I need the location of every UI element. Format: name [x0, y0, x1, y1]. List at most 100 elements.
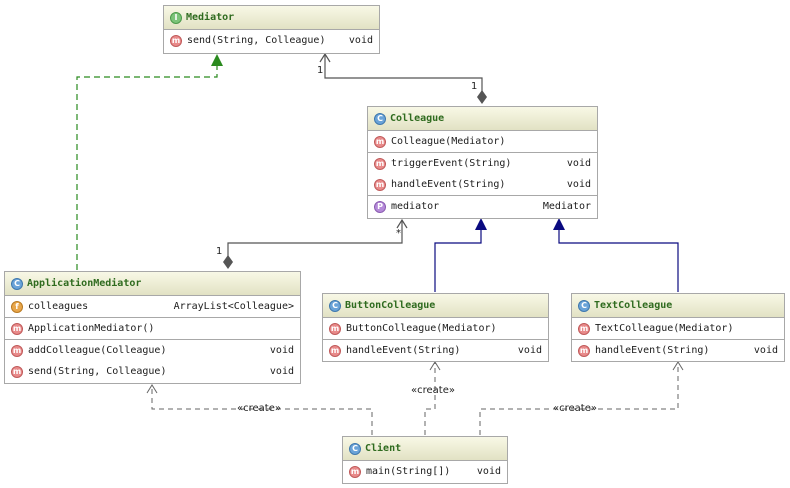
realization-arrowhead	[211, 54, 223, 66]
method-icon: m	[329, 322, 341, 335]
member-type: void	[517, 345, 542, 356]
member-row[interactable]: m addColleague(Colleague) void	[5, 340, 300, 361]
member-name: handleEvent(String)	[595, 345, 710, 356]
class-button-colleague[interactable]: C ButtonColleague m ButtonColleague(Medi…	[322, 293, 549, 362]
member-name: handleEvent(String)	[346, 345, 461, 356]
class-icon: C	[329, 299, 341, 312]
class-header: C ButtonColleague	[323, 294, 548, 318]
class-text-colleague[interactable]: C TextColleague m TextColleague(Mediator…	[571, 293, 785, 362]
member-row[interactable]: m handleEvent(String) void	[572, 340, 784, 361]
abstract-class-icon: C	[374, 112, 386, 125]
member-row[interactable]: m handleEvent(String) void	[323, 340, 548, 361]
member-name: send(String, Colleague)	[28, 366, 167, 377]
member-type: void	[348, 35, 373, 46]
member-name: ApplicationMediator()	[28, 323, 155, 334]
member-row[interactable]: m handleEvent(String) void	[368, 174, 597, 195]
dependency-arrowhead-appmediator	[146, 384, 158, 394]
member-row[interactable]: m ButtonColleague(Mediator)	[323, 318, 548, 339]
constructors-section: m ApplicationMediator()	[5, 318, 300, 340]
member-row[interactable]: m ApplicationMediator()	[5, 318, 300, 339]
member-name: triggerEvent(String)	[391, 158, 512, 169]
member-row[interactable]: P mediator Mediator	[368, 196, 597, 217]
member-row[interactable]: m main(String[]) void	[343, 461, 507, 482]
properties-section: P mediator Mediator	[368, 196, 597, 217]
constructors-section: m ButtonColleague(Mediator)	[323, 318, 548, 340]
multiplicity-colleague-top: 1	[471, 81, 478, 92]
method-icon: m	[578, 344, 590, 357]
class-header: C Colleague	[368, 107, 597, 131]
inheritance-arrowhead-button	[475, 218, 487, 230]
class-colleague[interactable]: C Colleague m Colleague(Mediator) m trig…	[367, 106, 598, 219]
runnable-class-icon: C	[349, 442, 361, 455]
dependency-client-to-appmediator	[151, 385, 373, 435]
multiplicity-colleague-star: *	[396, 228, 401, 239]
class-application-mediator[interactable]: C ApplicationMediator f colleagues Array…	[4, 271, 301, 384]
member-name: mediator	[391, 201, 440, 212]
member-row[interactable]: f colleagues ArrayList<Colleague>	[5, 296, 300, 317]
methods-section: m addColleague(Colleague) void m send(St…	[5, 340, 300, 382]
class-title: Client	[365, 443, 402, 454]
realization-appmediator-to-mediator	[76, 60, 218, 270]
member-name: ButtonColleague(Mediator)	[346, 323, 497, 334]
association-colleague-to-mediator	[324, 54, 483, 92]
member-type: Mediator	[542, 201, 591, 212]
method-icon: m	[11, 344, 23, 357]
create-label-appmediator: «create»	[237, 403, 281, 414]
member-row[interactable]: m TextColleague(Mediator)	[572, 318, 784, 339]
association-open-arrowhead-colleague	[396, 218, 408, 229]
member-name: TextColleague(Mediator)	[595, 323, 734, 334]
method-icon: m	[329, 344, 341, 357]
dependency-client-to-text	[479, 362, 679, 435]
association-open-arrowhead-mediator	[319, 52, 331, 63]
member-name: send(String, Colleague)	[187, 35, 326, 46]
dependency-arrowhead-button	[429, 361, 441, 371]
class-mediator[interactable]: I Mediator m send(String, Colleague) voi…	[163, 5, 380, 54]
create-label-text: «create»	[553, 403, 597, 414]
constructors-section: m Colleague(Mediator)	[368, 131, 597, 153]
methods-section: m send(String, Colleague) void	[164, 30, 379, 51]
class-header: C TextColleague	[572, 294, 784, 318]
class-header: I Mediator	[164, 6, 379, 30]
interface-icon: I	[170, 11, 182, 24]
member-type: void	[753, 345, 778, 356]
class-title: Mediator	[186, 12, 235, 23]
class-icon: C	[11, 277, 23, 290]
create-label-button: «create»	[411, 385, 455, 396]
inheritance-arrowhead-text	[553, 218, 565, 230]
method-icon: m	[578, 322, 590, 335]
class-icon: C	[578, 299, 590, 312]
methods-section: m handleEvent(String) void	[572, 340, 784, 361]
member-row[interactable]: m send(String, Colleague) void	[5, 361, 300, 382]
class-header: C ApplicationMediator	[5, 272, 300, 296]
class-title: Colleague	[390, 113, 445, 124]
class-title: ApplicationMediator	[27, 278, 142, 289]
method-icon: m	[374, 157, 386, 170]
property-icon: P	[374, 200, 386, 213]
field-icon: f	[11, 300, 23, 313]
class-client[interactable]: C Client m main(String[]) void	[342, 436, 508, 484]
multiplicity-appmediator: 1	[216, 246, 223, 257]
member-name: colleagues	[28, 301, 89, 312]
static-method-icon: m	[349, 465, 361, 478]
inheritance-button-to-colleague	[434, 228, 482, 292]
constructors-section: m TextColleague(Mediator)	[572, 318, 784, 340]
member-type: void	[476, 466, 501, 477]
method-icon: m	[11, 322, 23, 335]
association-appmediator-to-colleague	[227, 220, 403, 257]
dependency-arrowhead-text	[672, 361, 684, 371]
method-icon: m	[170, 34, 182, 47]
aggregation-diamond-colleague	[477, 90, 487, 104]
aggregation-diamond-appmediator	[223, 255, 233, 269]
member-row[interactable]: m triggerEvent(String) void	[368, 153, 597, 174]
member-name: main(String[])	[366, 466, 451, 477]
abstract-method-icon: m	[374, 178, 386, 191]
member-type: void	[566, 158, 591, 169]
methods-section: m handleEvent(String) void	[323, 340, 548, 361]
class-title: ButtonColleague	[345, 300, 436, 311]
member-type: void	[269, 366, 294, 377]
member-row[interactable]: m send(String, Colleague) void	[164, 30, 379, 51]
methods-section: m main(String[]) void	[343, 461, 507, 482]
member-name: Colleague(Mediator)	[391, 136, 506, 147]
member-row[interactable]: m Colleague(Mediator)	[368, 131, 597, 152]
member-type: void	[566, 179, 591, 190]
